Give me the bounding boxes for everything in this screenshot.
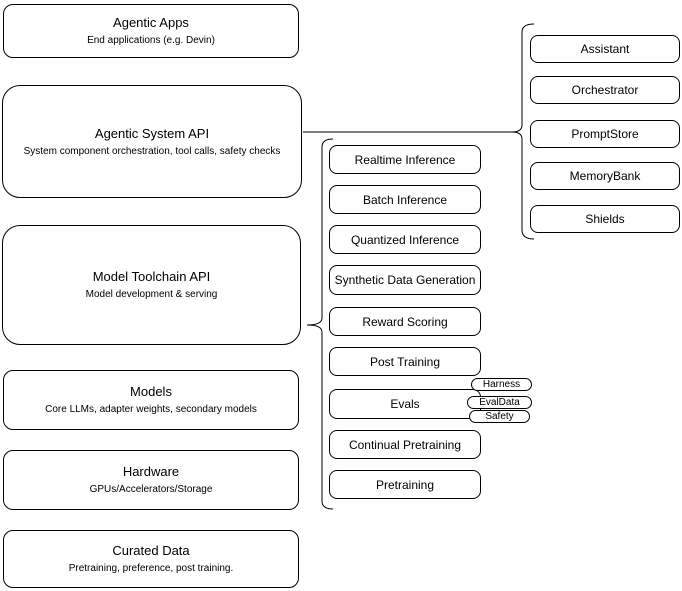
node-title: Hardware — [122, 464, 180, 479]
node-label: PromptStore — [571, 127, 639, 141]
badge-safety: Safety — [469, 410, 530, 423]
node-title: Model Toolchain API — [92, 269, 211, 284]
node-post-training: Post Training — [329, 347, 481, 376]
node-shields: Shields — [530, 205, 680, 233]
node-pretraining: Pretraining — [329, 470, 481, 499]
node-label: Batch Inference — [362, 192, 448, 207]
node-label: Evals — [390, 397, 420, 411]
node-promptstore: PromptStore — [530, 120, 680, 148]
node-title: Models — [130, 384, 172, 399]
node-subtitle: End applications (e.g. Devin) — [87, 35, 215, 46]
node-label: Post Training — [369, 354, 441, 369]
node-subtitle: Model development & serving — [85, 289, 218, 300]
node-subtitle: System component orchestration, tool cal… — [23, 145, 281, 157]
node-label: Continual Pretraining — [348, 437, 462, 452]
node-orchestrator: Orchestrator — [530, 76, 680, 104]
node-label: Shields — [585, 212, 625, 226]
node-assistant: Assistant — [530, 35, 680, 63]
node-label: Orchestrator — [571, 83, 639, 97]
node-model-toolchain-api: Model Toolchain API Model development & … — [2, 225, 301, 345]
node-label: Quantized Inference — [350, 232, 460, 247]
node-label: Realtime Inference — [354, 152, 456, 167]
node-curated-data: Curated Data Pretraining, preference, po… — [3, 530, 299, 588]
node-subtitle: GPUs/Accelerators/Storage — [89, 484, 213, 495]
node-quantized-inference: Quantized Inference — [329, 225, 481, 254]
badge-evaldata: EvalData — [467, 396, 532, 409]
node-evals: Evals — [329, 389, 481, 419]
node-reward-scoring: Reward Scoring — [329, 307, 481, 336]
node-realtime-inference: Realtime Inference — [329, 145, 481, 174]
badge-harness: Harness — [471, 378, 532, 391]
node-title: Curated Data — [112, 543, 190, 558]
node-agentic-apps: Agentic Apps End applications (e.g. Devi… — [3, 4, 299, 58]
node-hardware: Hardware GPUs/Accelerators/Storage — [3, 450, 299, 510]
node-label: Reward Scoring — [362, 314, 448, 329]
badge-label: Harness — [482, 379, 521, 390]
node-subtitle: Pretraining, preference, post training. — [68, 563, 234, 574]
node-batch-inference: Batch Inference — [329, 185, 481, 214]
node-subtitle: Core LLMs, adapter weights, secondary mo… — [45, 404, 257, 415]
badge-label: EvalData — [479, 397, 520, 408]
node-label: Synthetic Data Generation — [334, 273, 476, 287]
node-label: Assistant — [580, 42, 630, 56]
node-memorybank: MemoryBank — [530, 162, 680, 190]
node-label: MemoryBank — [569, 169, 641, 183]
badge-label: Safety — [485, 411, 514, 422]
node-models: Models Core LLMs, adapter weights, secon… — [3, 370, 299, 430]
node-continual-pretraining: Continual Pretraining — [329, 430, 481, 459]
node-synthetic-data-generation: Synthetic Data Generation — [329, 265, 481, 295]
node-label: Pretraining — [375, 477, 435, 492]
node-title: Agentic Apps — [113, 15, 189, 30]
node-agentic-system-api: Agentic System API System component orch… — [2, 85, 302, 198]
node-title: Agentic System API — [94, 125, 210, 141]
